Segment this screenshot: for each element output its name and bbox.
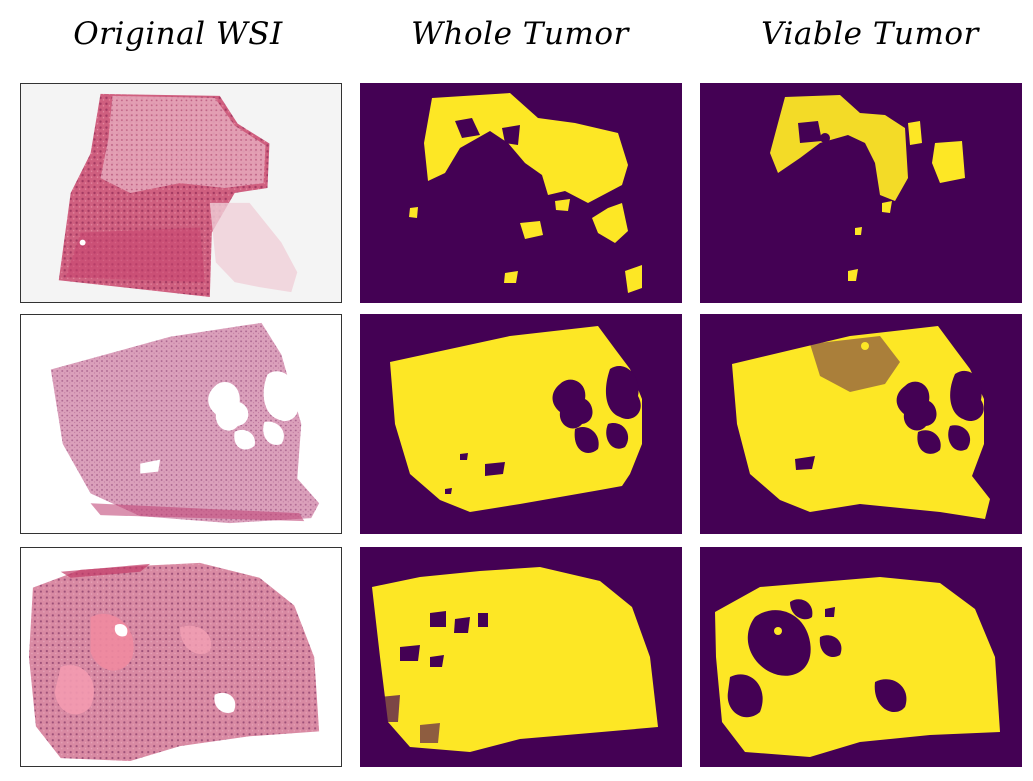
whole-tumor-mask-3 [360, 547, 682, 767]
viable-tumor-mask-3 [700, 547, 1022, 767]
viable-tumor-mask-1 [700, 83, 1022, 303]
column-title-viable-tumor: Viable Tumor [761, 16, 979, 52]
column-title-whole-tumor: Whole Tumor [411, 16, 629, 52]
whole-tumor-mask-1 [360, 83, 682, 303]
original-wsi-image-1 [20, 83, 342, 303]
original-wsi-image-2 [20, 314, 342, 534]
viable-tumor-mask-2 [700, 314, 1022, 534]
whole-tumor-mask-2 [360, 314, 682, 534]
original-wsi-image-3 [20, 547, 342, 767]
column-title-original-wsi: Original WSI [73, 16, 283, 52]
